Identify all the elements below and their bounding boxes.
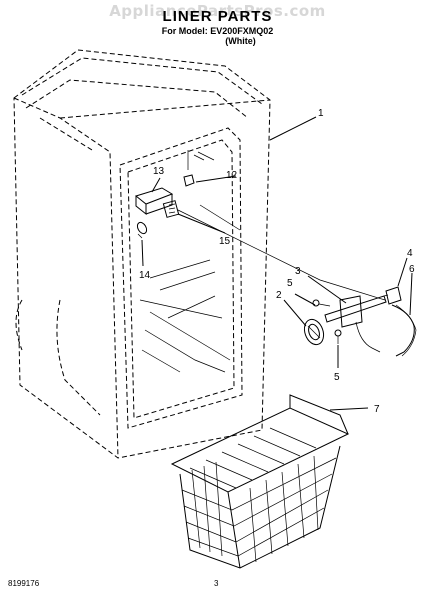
page-number: 3	[214, 579, 219, 588]
callout-12: 12	[226, 170, 238, 181]
callout-14: 14	[139, 270, 151, 281]
model-subtitle: For Model: EV200FXMQ02 (White)	[0, 26, 435, 46]
callout-2: 2	[276, 290, 282, 301]
color-label: (White)	[225, 36, 256, 46]
callout-1: 1	[318, 108, 324, 119]
callout-4: 4	[407, 248, 413, 259]
diagram-title: LINER PARTS	[162, 8, 273, 25]
callout-13: 13	[153, 166, 165, 177]
screw-part	[183, 150, 215, 187]
watermark-text: AppliancePartsPros.com	[109, 2, 326, 20]
callout-15: 15	[219, 236, 231, 247]
light-bulb-part	[136, 221, 148, 239]
callout-3: 3	[295, 266, 301, 277]
light-socket-part	[162, 200, 180, 218]
callout-5-lower: 5	[334, 372, 340, 383]
light-housing-part	[134, 187, 174, 216]
callout-6: 6	[409, 264, 415, 275]
freezer-basket	[170, 394, 350, 569]
leader-lines	[141, 116, 413, 411]
liner-outline	[13, 49, 271, 459]
model-number-label: For Model: EV200FXMQ02	[161, 26, 274, 36]
document-number: 8199176	[8, 579, 40, 588]
callout-5-upper: 5	[287, 278, 293, 289]
thermostat-assembly	[177, 204, 417, 357]
callout-7: 7	[374, 404, 380, 415]
